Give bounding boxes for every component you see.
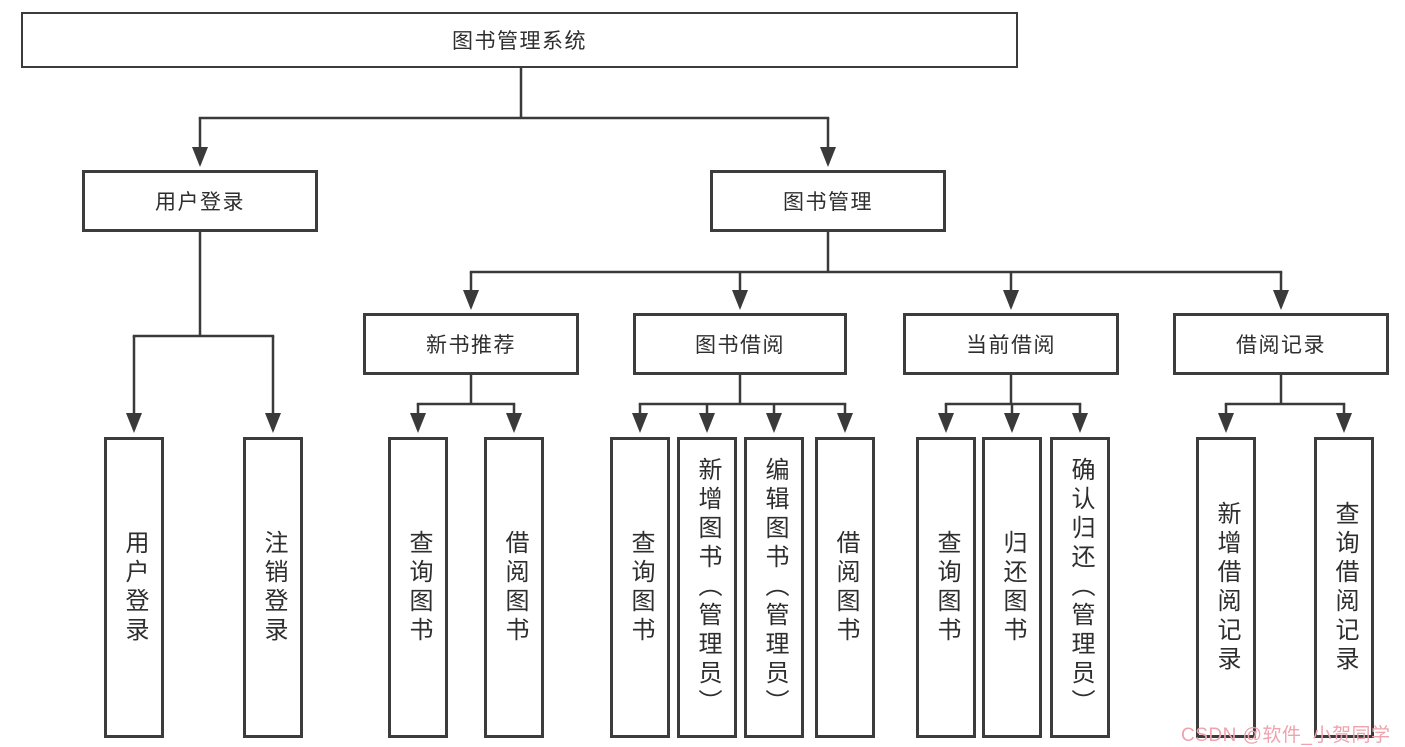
node-label: 查询图书 [933, 529, 960, 646]
node-label: 编辑图书（管理员） [761, 457, 788, 718]
leaf-query-books-3: 查询图书 [916, 437, 976, 738]
node-label: 借阅记录 [1236, 334, 1326, 357]
node-label: 新书推荐 [426, 334, 516, 357]
leaf-query-borrow-record: 查询借阅记录 [1314, 437, 1374, 738]
leaf-edit-book-admin: 编辑图书（管理员） [744, 437, 804, 738]
leaf-logout: 注销登录 [243, 437, 303, 738]
node-label: 注销登录 [260, 529, 287, 646]
leaf-query-books-2: 查询图书 [610, 437, 670, 738]
node-label: 图书管理 [783, 191, 873, 214]
node-label: 查询图书 [627, 529, 654, 646]
node-label: 确认归还（管理员） [1067, 457, 1094, 718]
node-label: 借阅图书 [832, 529, 859, 646]
node-label: 归还图书 [999, 529, 1026, 646]
node-label: 新增图书（管理员） [694, 457, 721, 718]
leaf-return-books: 归还图书 [982, 437, 1042, 738]
node-new-book-recommendation: 新书推荐 [363, 313, 579, 375]
node-label: 当前借阅 [966, 334, 1056, 357]
node-current-borrowing: 当前借阅 [903, 313, 1119, 375]
leaf-query-books-1: 查询图书 [388, 437, 448, 738]
node-book-borrowing: 图书借阅 [633, 313, 847, 375]
leaf-user-login: 用户登录 [104, 437, 164, 738]
leaf-add-book-admin: 新增图书（管理员） [677, 437, 737, 738]
node-label: 图书管理系统 [452, 30, 587, 53]
node-label: 查询借阅记录 [1331, 500, 1358, 675]
node-label: 用户登录 [121, 529, 148, 646]
node-label: 新增借阅记录 [1213, 500, 1240, 675]
leaf-confirm-return-admin: 确认归还（管理员） [1050, 437, 1110, 738]
node-label: 查询图书 [405, 529, 432, 646]
leaf-borrow-books-1: 借阅图书 [484, 437, 544, 738]
node-user-login: 用户登录 [82, 170, 318, 232]
node-label: 借阅图书 [501, 529, 528, 646]
node-label: 图书借阅 [695, 334, 785, 357]
node-system-root: 图书管理系统 [21, 12, 1018, 68]
leaf-borrow-books-2: 借阅图书 [815, 437, 875, 738]
node-book-management: 图书管理 [710, 170, 946, 232]
leaf-add-borrow-record: 新增借阅记录 [1196, 437, 1256, 738]
node-borrowing-records: 借阅记录 [1173, 313, 1389, 375]
tree-rails [132, 66, 1346, 406]
csdn-watermark: CSDN @软件_小贺同学 [1181, 725, 1391, 746]
node-label: 用户登录 [155, 191, 245, 214]
